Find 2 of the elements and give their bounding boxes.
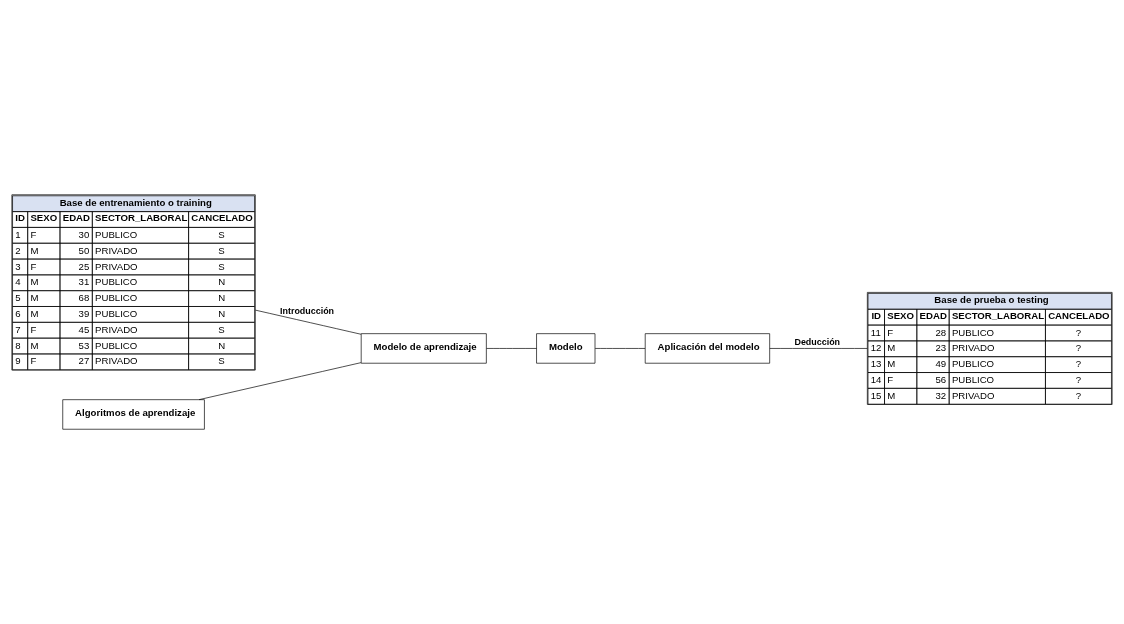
edge-label: Deducción: [794, 337, 841, 348]
edge-label: Introducción: [280, 306, 335, 317]
